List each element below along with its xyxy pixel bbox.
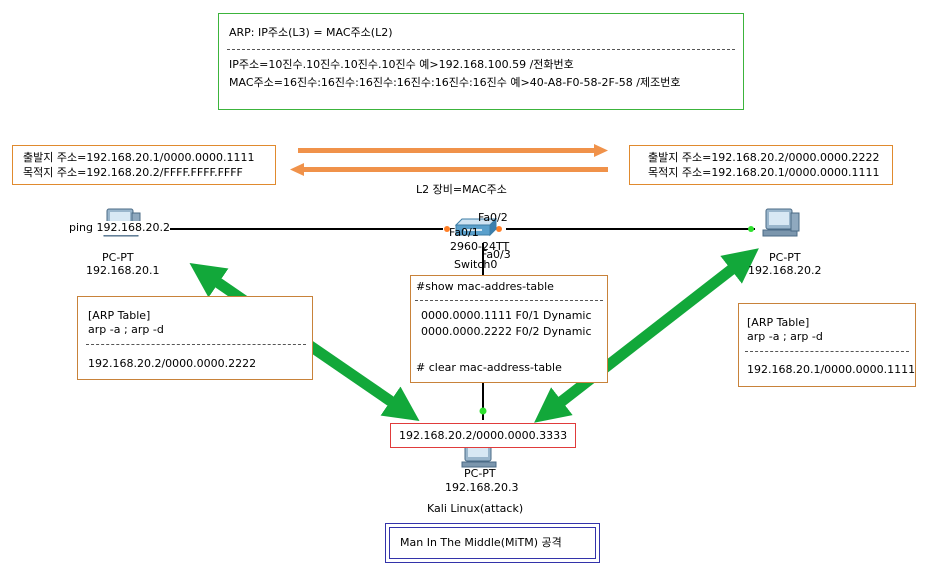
mac-table-row: 0000.0000.1111 F0/1 Dynamic [421, 309, 592, 322]
arp-table-right-title: [ARP Table] [747, 316, 810, 329]
link-light [479, 407, 487, 415]
pc3-type-label: PC-PT [464, 467, 496, 480]
arp-definition-box: ARP: IP주소(L3) = MAC주소(L2) IP주소=10진수.10진수… [218, 13, 744, 110]
mac-format-text: MAC주소=16진수:16진수:16진수:16진수:16진수:16진수 예>40… [229, 76, 681, 89]
mac-table-cmd: #show mac-addres-table [416, 280, 554, 293]
link-light [444, 226, 450, 232]
arp-table-left-cmd: arp -a ; arp -d [88, 323, 164, 336]
pc3-computer-icon[interactable] [461, 443, 497, 468]
pc1-type-label: PC-PT [102, 251, 134, 264]
arp-table-right-entry: 192.168.20.1/0000.0000.1111 [747, 363, 916, 376]
orange-arrow-left [290, 163, 608, 176]
frame-left-src: 출발지 주소=192.168.20.1/0000.0000.1111 [23, 151, 255, 164]
frame-left-dst: 목적지 주소=192.168.20.2/FFFF.FFFF.FFFF [23, 166, 243, 179]
link-light [496, 226, 502, 232]
arp-table-right: [ARP Table] arp -a ; arp -d 192.168.20.1… [738, 303, 916, 387]
frame-left-box: 출발지 주소=192.168.20.1/0000.0000.1111 목적지 주… [12, 145, 276, 185]
kali-spoofed-address-box: 192.168.20.2/0000.0000.3333 [390, 423, 576, 448]
port-fa03-label: Fa0/3 [481, 248, 511, 261]
mac-table-clear-cmd: # clear mac-address-table [416, 361, 562, 374]
switch-icon[interactable] [454, 217, 498, 237]
mitm-frame-inner: Man In The Middle(MiTM) 공격 [389, 527, 596, 559]
l2-device-label: L2 장비=MAC주소 [416, 183, 507, 196]
arp-definition-text: ARP: IP주소(L3) = MAC주소(L2) [229, 26, 393, 39]
divider [415, 300, 603, 301]
switch-model-label: 2960-24TT [450, 240, 510, 253]
pc3-name-label: Kali Linux(attack) [427, 502, 524, 515]
link-light [748, 226, 754, 232]
port-fa02-label: Fa0/2 [478, 211, 508, 224]
ip-format-text: IP주소=10진수.10진수.10진수.10진수 예>192.168.100.5… [229, 58, 574, 71]
divider [227, 49, 735, 50]
divider [86, 344, 306, 345]
switch-name-label: Switch0 [454, 258, 498, 271]
pc1-ip-label: 192.168.20.1 [86, 264, 160, 277]
mac-table-row: 0000.0000.2222 F0/2 Dynamic [421, 325, 592, 338]
pc2-type-label: PC-PT [769, 251, 801, 264]
arp-table-left-title: [ARP Table] [88, 309, 151, 322]
pc2-computer-icon[interactable] [762, 208, 800, 237]
frame-right-src: 출발지 주소=192.168.20.2/0000.0000.2222 [648, 151, 880, 164]
port-fa01-label: Fa0/1 [449, 226, 479, 239]
mac-address-table-box: #show mac-addres-table 0000.0000.1111 F0… [410, 275, 608, 383]
kali-spoofed-address: 192.168.20.2/0000.0000.3333 [399, 429, 568, 442]
pc2-ip-label: 192.168.20.2 [748, 264, 822, 277]
mitm-title: Man In The Middle(MiTM) 공격 [400, 536, 562, 549]
frame-right-box: 출발지 주소=192.168.20.2/0000.0000.2222 목적지 주… [629, 145, 893, 185]
pc1-ping-label: ping 192.168.20.2 [69, 221, 170, 235]
frame-right-dst: 목적지 주소=192.168.20.1/0000.0000.1111 [648, 166, 880, 179]
arp-table-left-entry: 192.168.20.2/0000.0000.2222 [88, 357, 257, 370]
green-arrow-right [534, 248, 759, 423]
orange-arrow-right [298, 144, 608, 157]
pc3-ip-label: 192.168.20.3 [445, 481, 519, 494]
arp-table-left: [ARP Table] arp -a ; arp -d 192.168.20.2… [77, 296, 313, 380]
arp-table-right-cmd: arp -a ; arp -d [747, 330, 823, 343]
divider [745, 351, 909, 352]
